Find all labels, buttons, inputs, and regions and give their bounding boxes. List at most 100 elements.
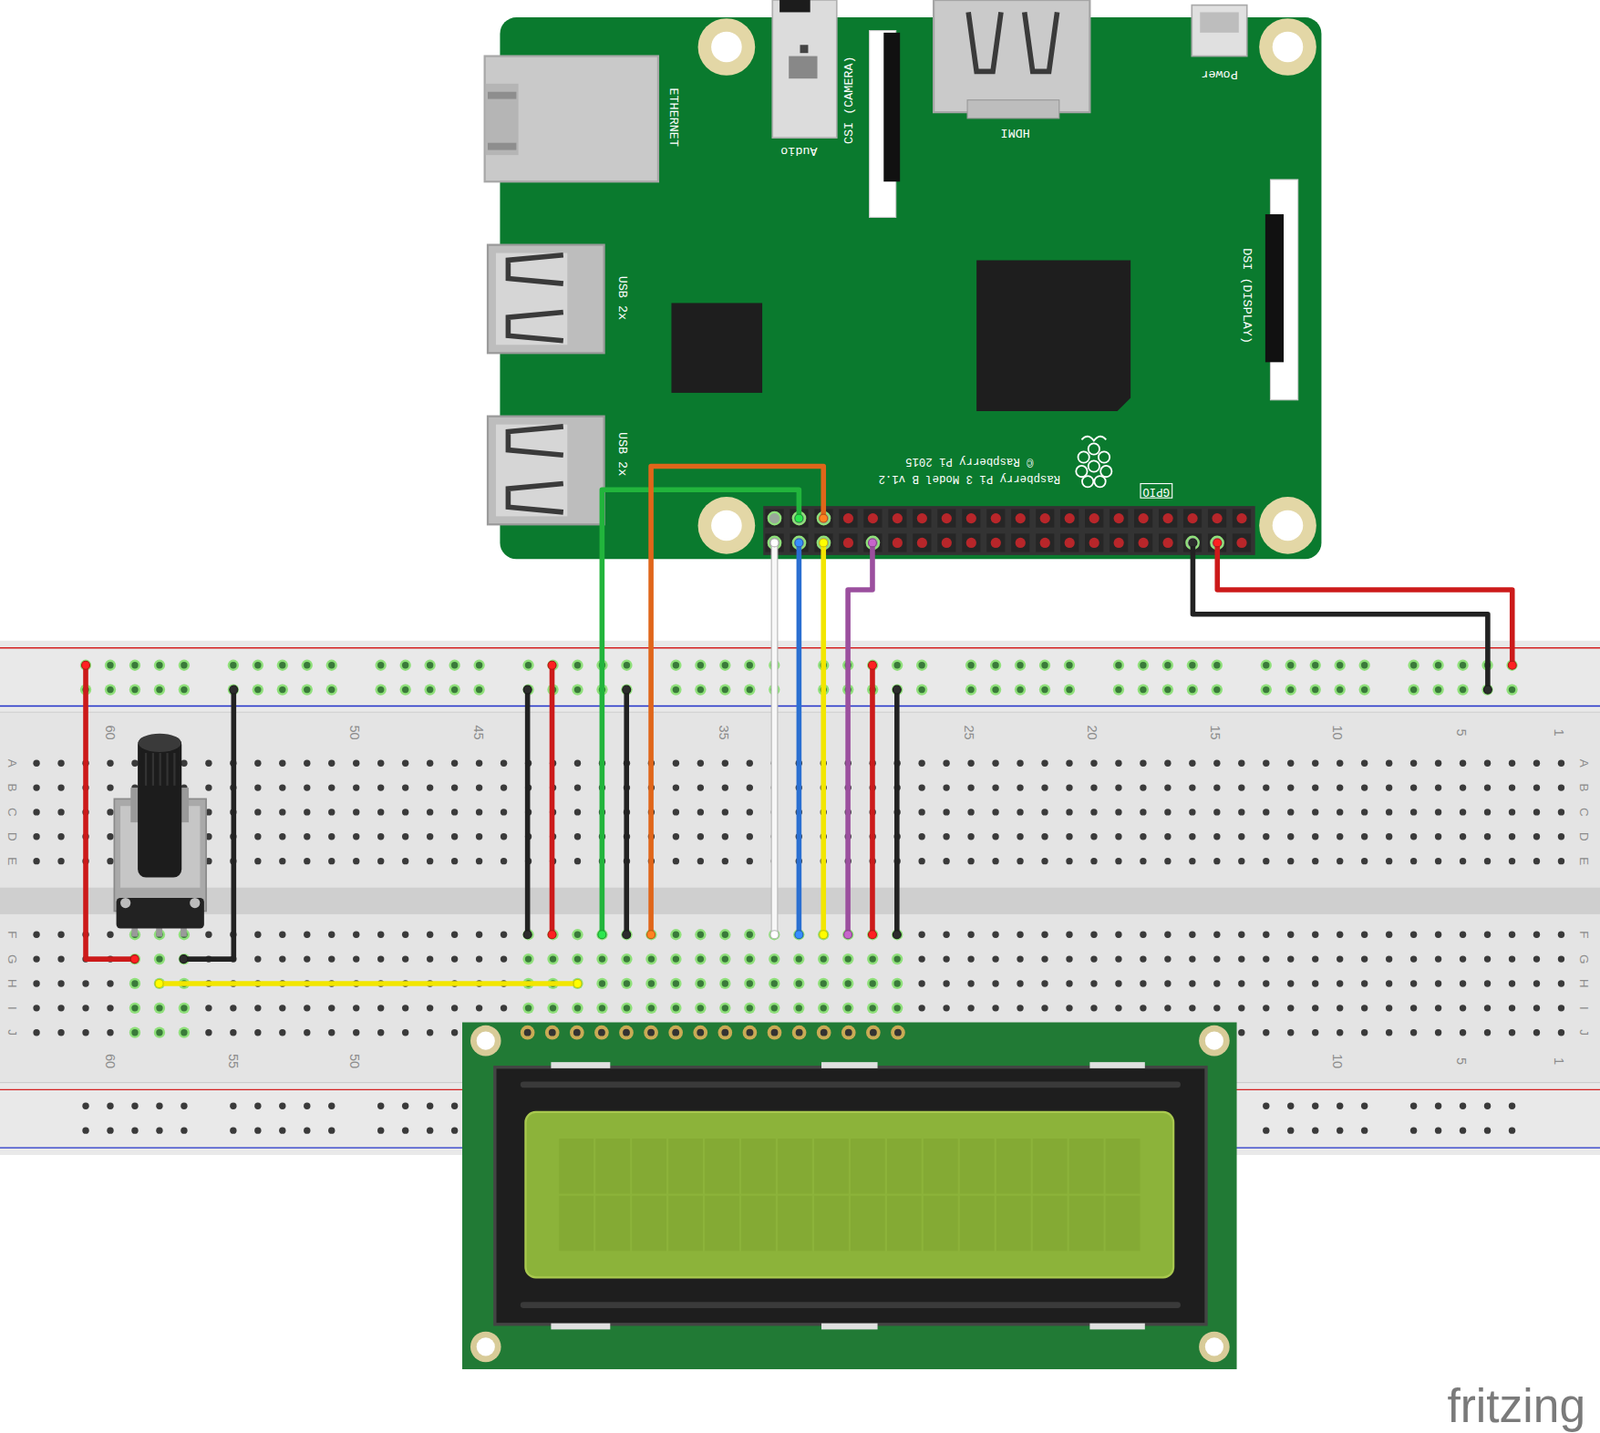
breadboard-hole xyxy=(722,760,729,767)
jumper-wire xyxy=(525,690,531,936)
breadboard-hole xyxy=(229,1004,237,1012)
breadboard-hole xyxy=(623,980,630,987)
breadboard-hole xyxy=(1336,955,1343,962)
gpio-pin xyxy=(867,537,878,548)
breadboard-hole xyxy=(57,833,64,840)
raspberry-logo xyxy=(1075,436,1112,488)
breadboard-hole xyxy=(722,857,729,865)
breadboard-hole xyxy=(672,686,680,693)
jumper-wire xyxy=(772,542,778,935)
breadboard-hole xyxy=(746,980,754,987)
hole-highlight xyxy=(1014,660,1026,671)
breadboard-hole xyxy=(451,760,458,767)
breadboard-hole xyxy=(57,857,64,865)
breadboard-hole xyxy=(426,1103,434,1110)
breadboard-hole xyxy=(1336,1103,1343,1110)
hole-highlight xyxy=(129,660,141,671)
breadboard-hole xyxy=(1139,808,1146,816)
breadboard-hole xyxy=(1336,980,1343,987)
breadboard-hole xyxy=(402,1126,409,1134)
breadboard-hole xyxy=(303,955,310,962)
breadboard-hole xyxy=(1508,1126,1516,1134)
jumper-wire xyxy=(159,980,579,987)
gpio-pin-base xyxy=(1084,533,1104,552)
usb-slot xyxy=(507,311,563,341)
dsi-ribbon xyxy=(1265,214,1284,362)
row-letter: E xyxy=(6,856,19,866)
bezel-tab xyxy=(821,1062,878,1069)
breadboard-hole xyxy=(1434,980,1442,987)
breadboard-hole xyxy=(648,1029,655,1036)
character-cell xyxy=(668,1196,703,1251)
character-cell xyxy=(558,1196,594,1251)
breadboard-hole xyxy=(1139,686,1146,693)
logo-leaf xyxy=(1081,436,1106,442)
breadboard-hole xyxy=(1164,760,1171,767)
breadboard-hole xyxy=(278,857,286,865)
breadboard-hole xyxy=(1361,857,1368,865)
hole-highlight xyxy=(1407,683,1419,695)
breadboard-hole xyxy=(57,931,64,939)
breadboard-hole xyxy=(697,808,704,816)
hole-highlight xyxy=(522,683,534,695)
breadboard-hole xyxy=(746,931,754,939)
hole-highlight xyxy=(1039,660,1051,671)
hole-highlight xyxy=(1285,660,1297,671)
gpio-pin xyxy=(818,537,829,548)
breadboard-hole xyxy=(1434,784,1442,791)
breadboard-hole xyxy=(1090,784,1097,791)
hdmi-port xyxy=(933,0,1090,113)
breadboard-hole xyxy=(1065,808,1073,816)
gpio-pin-base xyxy=(986,509,1005,528)
column-number: 50 xyxy=(348,1053,362,1069)
breadboard-hole xyxy=(1213,980,1220,987)
breadboard-hole xyxy=(1434,857,1442,865)
jumper-wire xyxy=(1192,542,1487,690)
breadboard-hole xyxy=(229,1103,237,1110)
gpio-pin-base xyxy=(887,509,907,528)
breadboard-hole xyxy=(1385,784,1393,791)
breadboard-hole xyxy=(180,686,187,693)
breadboard-hole xyxy=(1016,833,1023,840)
breadboard-hole xyxy=(1533,833,1540,840)
breadboard-hole xyxy=(574,808,581,816)
breadboard-hole xyxy=(991,931,999,939)
breadboard-hole xyxy=(205,784,212,791)
breadboard-hole xyxy=(1114,808,1122,816)
character-cell xyxy=(1105,1196,1141,1251)
gpio-pin-base xyxy=(912,533,931,552)
breadboard-hole xyxy=(746,1029,754,1036)
lcd-pin xyxy=(743,1025,758,1041)
hole-highlight xyxy=(129,953,141,965)
hole-highlight xyxy=(867,978,878,990)
mounting-hole xyxy=(1272,510,1304,542)
wire-end xyxy=(622,930,631,940)
character-cell xyxy=(704,1138,740,1194)
breadboard-hole xyxy=(352,1004,360,1012)
breadboard-hole xyxy=(278,931,286,939)
power-detail xyxy=(1199,11,1239,32)
character-cell xyxy=(923,1138,959,1194)
breadboard-hole xyxy=(1361,980,1368,987)
breadboard-hole xyxy=(1361,1103,1368,1110)
hole-highlight xyxy=(891,929,903,940)
pot-ridge xyxy=(173,753,176,786)
character-cell xyxy=(741,1138,776,1194)
hole-highlight xyxy=(1407,660,1419,671)
breadboard-hole xyxy=(1311,1126,1319,1134)
breadboard-hole xyxy=(205,760,212,767)
lcd-pin-hole xyxy=(721,1029,729,1037)
usb-inner xyxy=(495,424,568,517)
breadboard-hole xyxy=(426,686,434,693)
breadboard-hole xyxy=(131,1126,138,1134)
hole-highlight xyxy=(547,929,558,940)
gpio-pin-base xyxy=(1158,509,1177,528)
pot-base xyxy=(116,898,205,930)
breadboard-hole xyxy=(1361,784,1368,791)
breadboard-hole xyxy=(106,784,114,791)
hole-highlight xyxy=(448,683,460,695)
breadboard-hole xyxy=(672,857,680,865)
usb-slot xyxy=(507,426,563,455)
column-number: 35 xyxy=(716,725,731,741)
